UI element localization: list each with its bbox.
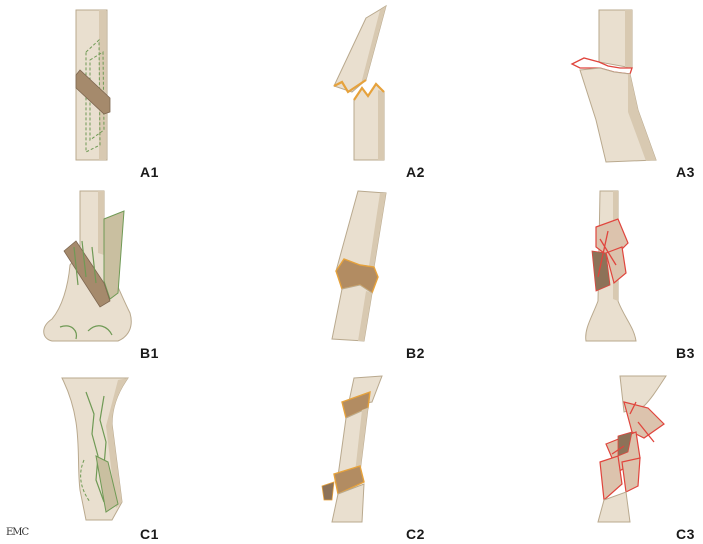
a2-lower-shade <box>378 90 384 160</box>
c3-lower-bone <box>598 492 630 522</box>
panel-b3: B3 <box>468 181 702 362</box>
panel-b1: B1 <box>0 181 234 362</box>
a1-bone-drawing <box>0 0 234 181</box>
panel-c1: C1 <box>0 362 234 543</box>
c2-loose-fragment <box>322 482 334 500</box>
c3-bone-drawing <box>468 362 702 543</box>
b1-wedge-fragment <box>104 211 124 299</box>
panel-label-c2: C2 <box>406 526 425 542</box>
c3-fragment-3 <box>600 456 622 500</box>
panel-label-b2: B2 <box>406 345 425 361</box>
panel-a3: A3 <box>468 0 702 181</box>
panel-c2: C2 <box>234 362 468 543</box>
panel-c3: C3 <box>468 362 702 543</box>
panel-a2: A2 <box>234 0 468 181</box>
panel-label-c3: C3 <box>676 526 695 542</box>
panel-label-a1: A1 <box>140 164 159 180</box>
panel-label-b1: B1 <box>140 345 159 361</box>
b3-bone-drawing <box>468 181 702 362</box>
c1-bone-drawing <box>0 362 234 543</box>
emc-logo: EMC <box>6 527 28 538</box>
b1-shaft-shade <box>98 191 104 255</box>
panel-b2: B2 <box>234 181 468 362</box>
panel-label-a3: A3 <box>676 164 695 180</box>
a3-upper-shade <box>625 10 632 68</box>
b1-bone-drawing <box>0 181 234 362</box>
a3-bone-drawing <box>468 0 702 181</box>
panel-label-a2: A2 <box>406 164 425 180</box>
panel-label-c1: C1 <box>140 526 159 542</box>
panel-label-b3: B3 <box>676 345 695 361</box>
b2-bone-drawing <box>234 181 468 362</box>
c3-fragment-4 <box>622 458 640 492</box>
panel-a1: A1 <box>0 0 234 181</box>
a2-bone-drawing <box>234 0 468 181</box>
c2-bone-drawing <box>234 362 468 543</box>
